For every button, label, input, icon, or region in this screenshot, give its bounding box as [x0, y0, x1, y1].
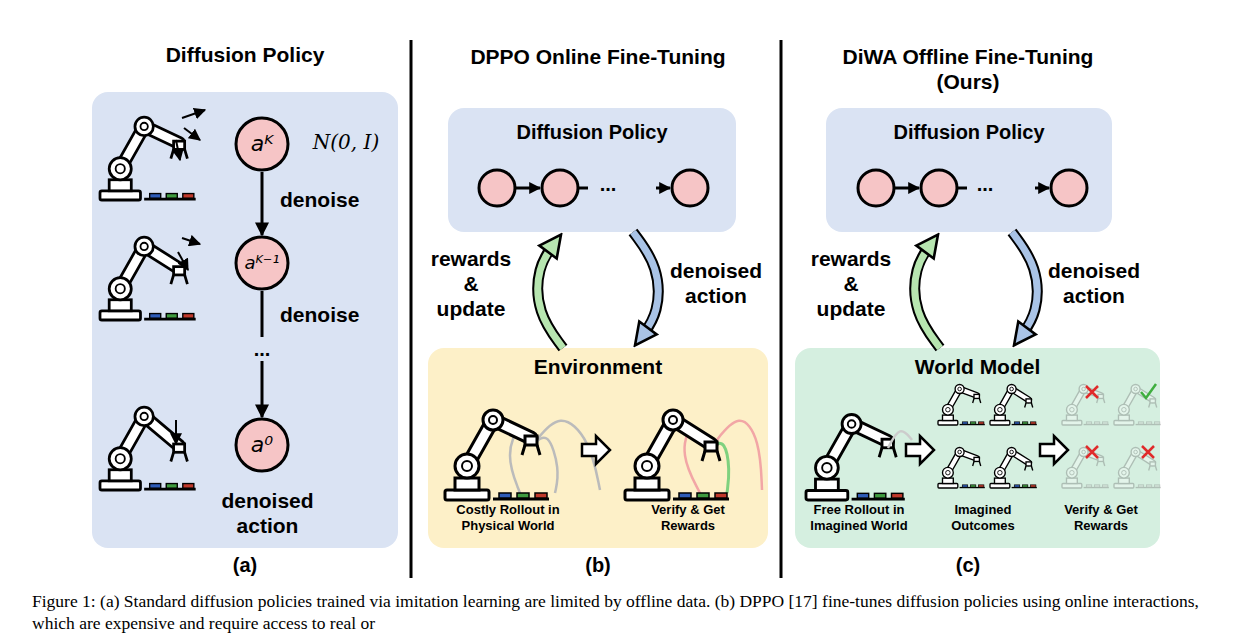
node-heading: Diffusion Policy	[448, 120, 736, 148]
trajectory	[533, 438, 558, 493]
robot-arm	[100, 237, 196, 320]
motion-arrow	[178, 252, 188, 270]
ellipsis: ...	[593, 172, 623, 196]
fail-mark	[1142, 446, 1154, 458]
panel-letter: (a)	[222, 553, 268, 577]
ellipsis: ...	[247, 337, 277, 361]
motion-arrow	[176, 140, 180, 160]
node-text: Imagined Outcomes	[931, 502, 1035, 542]
robot-arm	[1114, 385, 1161, 426]
motion-arrow	[182, 110, 205, 118]
edge-label: denoise	[280, 187, 380, 212]
node-heading: aᴷ	[234, 116, 290, 172]
panel-heading: DPPO Online Fine-Tuning	[418, 44, 778, 69]
node-heading: Diffusion Policy	[92, 42, 398, 72]
denoise-chain	[479, 170, 708, 206]
arrow-outline	[1012, 232, 1037, 337]
fail-mark	[1086, 446, 1098, 458]
loop-arrow	[915, 242, 940, 348]
flow-arrow	[906, 436, 934, 464]
robot-arm	[100, 117, 196, 200]
denoise-arrow	[261, 291, 264, 417]
trajectory	[713, 443, 729, 493]
robot-arm	[938, 385, 985, 426]
policy-box: Diffusion Policy	[826, 108, 1112, 232]
panel-letter: (b)	[575, 553, 621, 577]
flow-arrow	[1040, 436, 1068, 464]
node-text: Verify & Get Rewards	[626, 502, 750, 542]
arrow-outline	[633, 232, 658, 337]
latent-circle: a⁰	[234, 417, 290, 473]
robot-arm	[990, 448, 1037, 489]
distribution-label: N(0, I)	[296, 130, 396, 154]
node-text: Free Rollout in Imagined World	[799, 502, 919, 542]
robot-arm	[1114, 448, 1161, 489]
node-text: Costly Rollout in Physical World	[446, 502, 570, 542]
loop-arrow	[633, 232, 658, 338]
edge-label: denoised action	[1042, 258, 1146, 308]
panel-heading: DiWA Offline Fine-Tuning (Ours)	[815, 44, 1121, 94]
arrow-outline	[915, 243, 940, 348]
divider	[780, 40, 783, 578]
flow-arrow	[582, 436, 610, 464]
latent-circle: aᴷ⁻¹	[234, 235, 290, 291]
output-label: denoised action	[205, 488, 330, 538]
trajectory	[685, 430, 713, 493]
motion-arrow	[175, 420, 177, 444]
node-heading: aᴷ⁻¹	[234, 235, 290, 291]
node-text: Verify & Get Rewards	[1045, 502, 1157, 542]
fail-mark	[1086, 386, 1098, 398]
trajectory	[510, 430, 533, 493]
robot-arm	[806, 415, 905, 501]
ellipsis: ...	[970, 172, 1000, 196]
robot-arm	[938, 448, 985, 489]
robot-arm	[990, 385, 1037, 426]
policy-box: Diffusion Policy	[448, 108, 736, 232]
edge-label: rewards & update	[808, 246, 894, 322]
trajectory	[713, 421, 762, 490]
robot-arm	[1062, 448, 1109, 489]
loop-arrow	[1012, 232, 1037, 338]
success-mark	[1141, 384, 1156, 398]
world-model-box: World ModelFree Rollout in Imagined Worl…	[795, 348, 1160, 548]
robot-arm	[625, 410, 729, 500]
divider	[410, 40, 413, 578]
node-heading: a⁰	[234, 417, 290, 473]
motion-arrow	[182, 238, 200, 244]
edge-label: rewards & update	[428, 246, 514, 322]
node-heading: Environment	[428, 354, 768, 382]
latent-circle: aᴷ	[234, 116, 290, 172]
node-heading: World Model	[795, 354, 1160, 382]
motion-arrow	[184, 128, 200, 140]
denoise-arrow	[261, 172, 264, 235]
trajectory	[888, 431, 912, 448]
loop-arrow	[538, 242, 563, 348]
robot-arm	[100, 407, 196, 490]
environment-box: EnvironmentCostly Rollout in Physical Wo…	[428, 348, 768, 548]
denoise-chain	[858, 170, 1087, 206]
figure-caption: Figure 1: (a) Standard diffusion policie…	[32, 590, 1227, 634]
robot-arm	[1062, 385, 1109, 426]
trajectory	[533, 421, 600, 490]
edge-label: denoised action	[664, 258, 768, 308]
panel-letter: (c)	[945, 553, 991, 577]
node-heading: Diffusion Policy	[826, 120, 1112, 148]
arrow-outline	[538, 243, 563, 348]
edge-label: denoise	[280, 302, 380, 327]
robot-arm	[445, 410, 549, 500]
